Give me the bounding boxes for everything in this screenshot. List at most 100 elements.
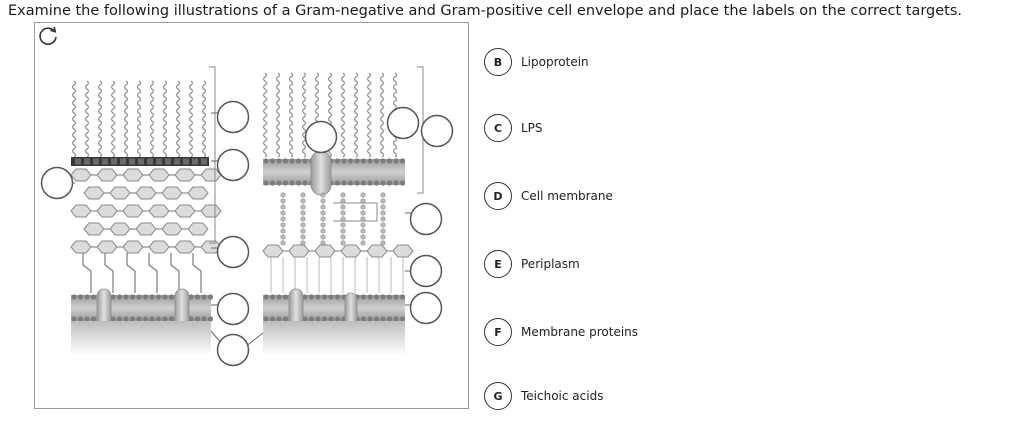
gn-cell-membrane-head [162,294,168,300]
gn-peptidoglycan [174,204,196,218]
gn-cell-membrane-head [123,316,129,322]
gp-cell-membrane-head [308,294,315,300]
gp-cell-membrane-band [263,295,405,321]
gn-peptidoglycan [135,186,157,200]
gn-peptidoglycan [83,222,105,236]
lps-chain [123,80,129,158]
outer-membrane-head [147,158,153,165]
label-b-text: Lipoprotein [521,55,589,69]
gp-outer-layer-head [302,180,308,186]
lps-chain [84,80,90,158]
gn-peptidoglycan [70,240,92,254]
gn-peptidoglycan [70,168,92,182]
drop-target-11[interactable] [409,254,443,288]
teichoic-bead [280,240,286,246]
label-d-text: Cell membrane [521,189,613,203]
teichoic-bead [380,204,386,210]
drop-target-6[interactable] [216,333,250,367]
gn-cell-membrane-head [116,294,123,300]
outer-membrane-head [165,158,171,165]
gp-cell-membrane-head [393,316,399,322]
label-g-teichoic-acids[interactable]: G Teichoic acids [484,382,603,410]
gp-cell-membrane-head [367,316,373,322]
gn-cell-membrane-head [149,316,155,322]
label-e-periplasm[interactable]: E Periplasm [484,250,580,278]
label-g-letter: G [484,382,512,410]
gn-cell-membrane-head [194,316,201,322]
gp-cell-membrane-head [334,294,341,300]
outer-membrane-head [84,158,90,165]
drop-target-5[interactable] [216,292,250,326]
gp-cell-membrane-head [380,316,386,322]
gn-cell-membrane-head [155,294,162,300]
teichoic-bead [320,228,326,234]
drop-target-4[interactable] [216,235,250,269]
gn-cell-membrane-head [116,316,123,322]
gp-outer-layer-head [269,158,276,164]
gn-cell-membrane-head [188,316,194,322]
gn-cell-membrane-head [129,294,136,300]
label-g-text: Teichoic acids [521,389,604,403]
gp-outer-layer-head [295,180,302,186]
teichoic-bead [300,228,306,234]
drop-target-12[interactable] [409,291,443,325]
reset-icon[interactable] [35,23,61,49]
teichoic-bead [360,222,366,228]
gp-cell-membrane-head [315,294,321,300]
gp-cell-membrane-head [328,294,334,300]
teichoic-bead [320,204,326,210]
gp-cell-membrane-head [386,316,393,322]
teichoic-chain [262,72,268,158]
drop-targets[interactable] [40,100,454,367]
drop-target-7[interactable] [304,120,338,154]
gn-cell-membrane-head [188,294,194,300]
gn-cell-membrane-head [201,316,207,322]
teichoic-chain [379,72,385,158]
gp-cell-membrane-head [276,294,282,300]
gp-cell-membrane-head [282,294,289,300]
label-c-letter: C [484,114,512,142]
gp-outer-layer-head [354,158,360,164]
gp-outer-layer-head [276,158,282,164]
label-d-cell-membrane[interactable]: D Cell membrane [484,182,613,210]
gp-outer-layer-head [347,158,354,164]
teichoic-bead [340,234,346,240]
gp-outer-layer-head [360,180,367,186]
gn-peptidoglycan [187,222,209,236]
gn-peptidoglycan [148,240,170,254]
gn-peptidoglycan [122,240,144,254]
teichoic-bead [360,228,366,234]
outer-membrane-head [93,158,99,165]
drop-target-9[interactable] [420,114,454,148]
teichoic-chain [366,72,372,158]
label-f-letter: F [484,318,512,346]
gn-cytoplasm [71,321,211,355]
gn-cell-membrane-head [90,294,97,300]
drop-target-10[interactable] [409,202,443,236]
cell-envelope-diagram [40,66,454,367]
gp-cell-membrane-head [269,316,276,322]
gn-peptidoglycan [161,222,183,236]
gp-outer-layer-head [263,180,269,186]
gp-cell-membrane-head [380,294,386,300]
drop-target-2[interactable] [216,100,250,134]
drop-target-3[interactable] [216,148,250,182]
label-e-letter: E [484,250,512,278]
gp-outer-layer-head [347,180,354,186]
lps-chain [136,80,142,158]
gn-cell-membrane-head [84,294,90,300]
gp-outer-layer-head [367,158,373,164]
label-b-lipoprotein[interactable]: B Lipoprotein [484,48,589,76]
label-f-membrane-proteins[interactable]: F Membrane proteins [484,318,638,346]
gp-outer-layer-head [282,158,289,164]
teichoic-chain [288,72,294,158]
drop-target-8[interactable] [386,106,420,140]
gp-cell-membrane-head [263,294,269,300]
drop-target-1[interactable] [40,166,74,200]
label-c-lps[interactable]: C LPS [484,114,543,142]
gn-cell-membrane-head [71,294,77,300]
gp-outer-layer-head [334,180,341,186]
gn-cell-membrane-head [77,294,84,300]
gp-outer-layer-head [289,180,295,186]
lps-chain [97,80,103,158]
